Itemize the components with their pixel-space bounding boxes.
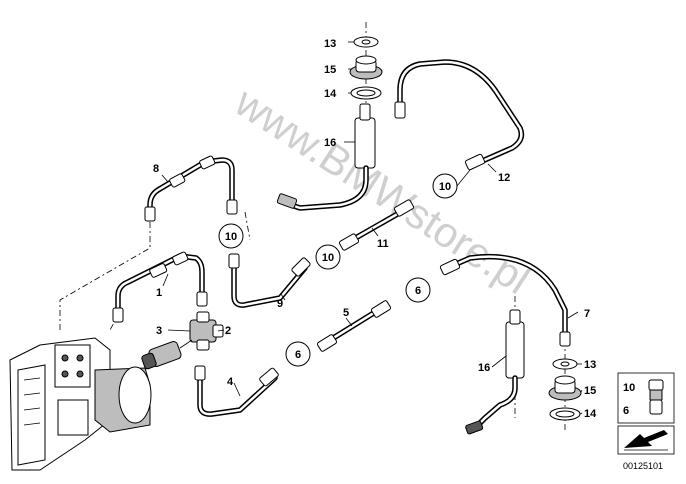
watermark: www.BMWstore.pl bbox=[226, 78, 538, 304]
brake-pipe-5 bbox=[316, 300, 392, 352]
svg-text:6: 6 bbox=[295, 349, 301, 361]
circled-callout-6-b: 6 bbox=[285, 341, 311, 367]
callout-9: 9 bbox=[277, 298, 283, 310]
brake-pipe-7 bbox=[439, 253, 571, 347]
leader-lines bbox=[161, 41, 583, 415]
legend-item-10: 10 bbox=[623, 382, 635, 394]
callout-12: 12 bbox=[498, 172, 510, 184]
brake-pipe-1 bbox=[112, 251, 208, 323]
callout-7: 7 bbox=[584, 308, 590, 320]
callout-14-top: 14 bbox=[324, 88, 337, 100]
brake-pipe-8 bbox=[144, 155, 238, 222]
svg-text:10: 10 bbox=[439, 181, 451, 193]
callout-3: 3 bbox=[156, 325, 162, 337]
grommet-15-top bbox=[349, 55, 383, 80]
svg-text:6: 6 bbox=[415, 285, 421, 297]
ring-14-top bbox=[350, 86, 382, 100]
callout-15-bottom: 15 bbox=[584, 385, 596, 397]
circled-callout-6-a: 6 bbox=[405, 277, 431, 303]
brake-pipe-9 bbox=[228, 253, 311, 308]
brake-hose-16-bottom bbox=[465, 309, 525, 435]
circled-callout-10-b: 10 bbox=[218, 223, 244, 249]
t-piece-2 bbox=[189, 311, 224, 351]
brake-pipe-11 bbox=[338, 199, 415, 251]
brake-pipe-4 bbox=[194, 365, 279, 417]
brake-pipe-12 bbox=[394, 59, 525, 171]
legend-box: 10 6 bbox=[617, 372, 675, 424]
svg-text:10: 10 bbox=[322, 252, 334, 264]
callout-2: 2 bbox=[225, 325, 231, 337]
pressure-sensor-3 bbox=[141, 339, 193, 370]
grommet-15-bottom bbox=[548, 375, 582, 401]
arrow-icon bbox=[617, 425, 675, 455]
diagram-code: 00125101 bbox=[623, 461, 663, 471]
legend-item-6: 6 bbox=[623, 405, 629, 417]
circled-callout-10-c: 10 bbox=[315, 244, 341, 270]
circled-callout-10-a: 10 bbox=[432, 173, 458, 199]
callout-5: 5 bbox=[343, 307, 349, 319]
callout-14-bottom: 14 bbox=[584, 408, 597, 420]
abs-hydraulic-unit bbox=[9, 337, 152, 471]
callout-4: 4 bbox=[227, 376, 234, 388]
svg-text:10: 10 bbox=[225, 231, 237, 243]
washer-13-bottom bbox=[552, 358, 578, 370]
callout-13-bottom: 13 bbox=[584, 359, 596, 371]
callout-15-top: 15 bbox=[324, 64, 336, 76]
callout-16-top: 16 bbox=[324, 137, 336, 149]
callout-11: 11 bbox=[377, 238, 389, 250]
ring-14-bottom bbox=[549, 407, 581, 421]
callout-16-bottom: 16 bbox=[478, 362, 490, 374]
callout-1: 1 bbox=[156, 287, 162, 299]
washer-13-top bbox=[353, 36, 379, 48]
callout-13-top: 13 bbox=[324, 38, 336, 50]
callout-8: 8 bbox=[153, 163, 159, 175]
brake-hose-16-top bbox=[276, 103, 376, 211]
